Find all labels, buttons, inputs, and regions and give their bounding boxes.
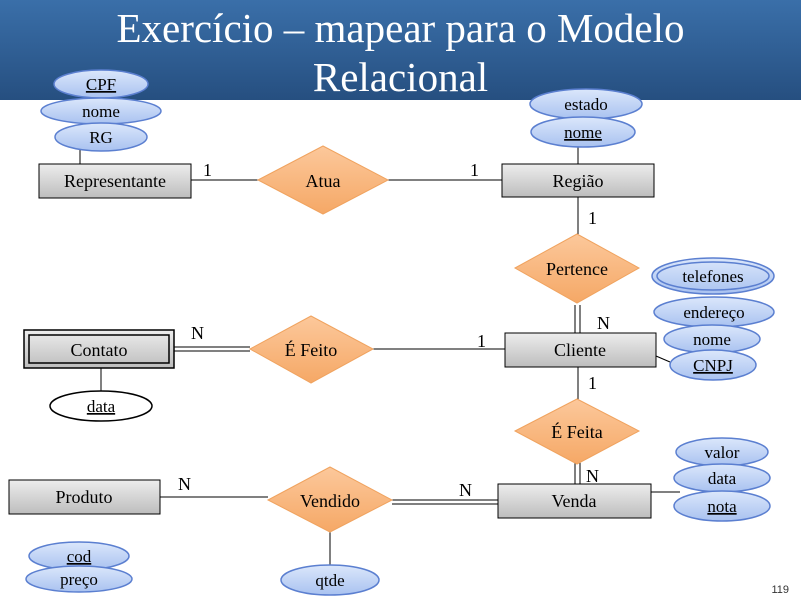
entity-venda: Venda xyxy=(497,483,652,519)
attribute-nota: nota xyxy=(673,490,771,522)
svg-text:CNPJ: CNPJ xyxy=(693,356,733,375)
cardinality-vendido-venda: N xyxy=(459,480,472,500)
entity-produto: Produto xyxy=(8,479,161,515)
slide-title-line-2: Relacional xyxy=(312,54,489,100)
cardinality-contato-efeito: N xyxy=(191,323,204,343)
svg-text:CPF: CPF xyxy=(86,75,116,94)
svg-text:preço: preço xyxy=(60,570,98,589)
svg-text:cod: cod xyxy=(67,547,92,566)
entity-regiao: Região xyxy=(501,163,655,198)
relationship-pertence: Pertence xyxy=(513,233,641,304)
cardinality-atua-regiao: 1 xyxy=(470,160,479,180)
slide-number: 119 xyxy=(771,584,789,596)
relationship-atua: Atua xyxy=(256,145,390,215)
attribute-cnpj: CNPJ xyxy=(669,349,757,381)
svg-text:nome: nome xyxy=(82,102,120,121)
attribute-data-venda: data xyxy=(673,463,771,493)
entity-representante: Representante xyxy=(38,163,192,199)
attribute-telefones-multivalued: telefones xyxy=(651,257,775,295)
svg-text:Vendido: Vendido xyxy=(300,491,360,511)
svg-text:valor: valor xyxy=(705,443,740,462)
svg-text:endereço: endereço xyxy=(683,303,744,322)
svg-text:Pertence: Pertence xyxy=(546,259,608,279)
entity-cliente: Cliente xyxy=(504,332,657,368)
cardinality-efeita-venda: N xyxy=(586,466,599,486)
svg-text:RG: RG xyxy=(89,128,113,147)
svg-text:nota: nota xyxy=(707,497,737,516)
cardinality-produto-vendido: N xyxy=(178,474,191,494)
attribute-cpf: CPF xyxy=(53,69,149,99)
svg-text:É Feito: É Feito xyxy=(285,339,338,360)
attribute-cod: cod xyxy=(28,541,130,571)
relationship-vendido: Vendido xyxy=(266,466,394,533)
svg-text:Região: Região xyxy=(553,171,604,191)
relationship-e-feita: É Feita xyxy=(513,398,641,465)
attribute-rg: RG xyxy=(54,122,148,152)
cardinality-labels: 1 1 1 N N 1 1 N N N xyxy=(178,160,610,500)
svg-text:nome: nome xyxy=(693,330,731,349)
svg-text:Cliente: Cliente xyxy=(554,340,606,360)
svg-text:data: data xyxy=(87,397,116,416)
svg-text:Venda: Venda xyxy=(552,491,597,511)
attribute-estado: estado xyxy=(529,88,643,120)
svg-text:Contato: Contato xyxy=(71,340,128,360)
relationship-e-feito: É Feito xyxy=(248,315,375,384)
svg-text:É Feita: É Feita xyxy=(551,421,603,442)
attribute-data-contato: data xyxy=(49,390,153,422)
svg-text:telefones: telefones xyxy=(682,267,743,286)
entity-contato-weak: Contato xyxy=(23,329,175,369)
cardinality-pertence-cliente: N xyxy=(597,313,610,333)
svg-text:Atua: Atua xyxy=(306,171,341,191)
attribute-nome-regiao: nome xyxy=(530,116,636,148)
svg-text:qtde: qtde xyxy=(315,571,344,590)
attribute-preco: preço xyxy=(25,565,133,593)
attribute-endereco: endereço xyxy=(653,296,775,328)
cardinality-representante-atua: 1 xyxy=(203,160,212,180)
cardinality-regiao-pertence: 1 xyxy=(588,208,597,228)
attribute-nome-cliente: nome xyxy=(663,324,761,354)
svg-text:nome: nome xyxy=(564,123,602,142)
attribute-qtde: qtde xyxy=(280,564,380,596)
attribute-nome-representante: nome xyxy=(40,97,162,125)
slide-title-line-1: Exercício – mapear para o Modelo xyxy=(116,5,685,51)
svg-text:estado: estado xyxy=(564,95,607,114)
cardinality-cliente-efeita: 1 xyxy=(588,373,597,393)
svg-text:Produto: Produto xyxy=(55,487,112,507)
svg-text:Representante: Representante xyxy=(64,171,166,191)
attribute-valor: valor xyxy=(675,437,769,467)
svg-text:data: data xyxy=(708,469,737,488)
cardinality-efeito-cliente: 1 xyxy=(477,331,486,351)
